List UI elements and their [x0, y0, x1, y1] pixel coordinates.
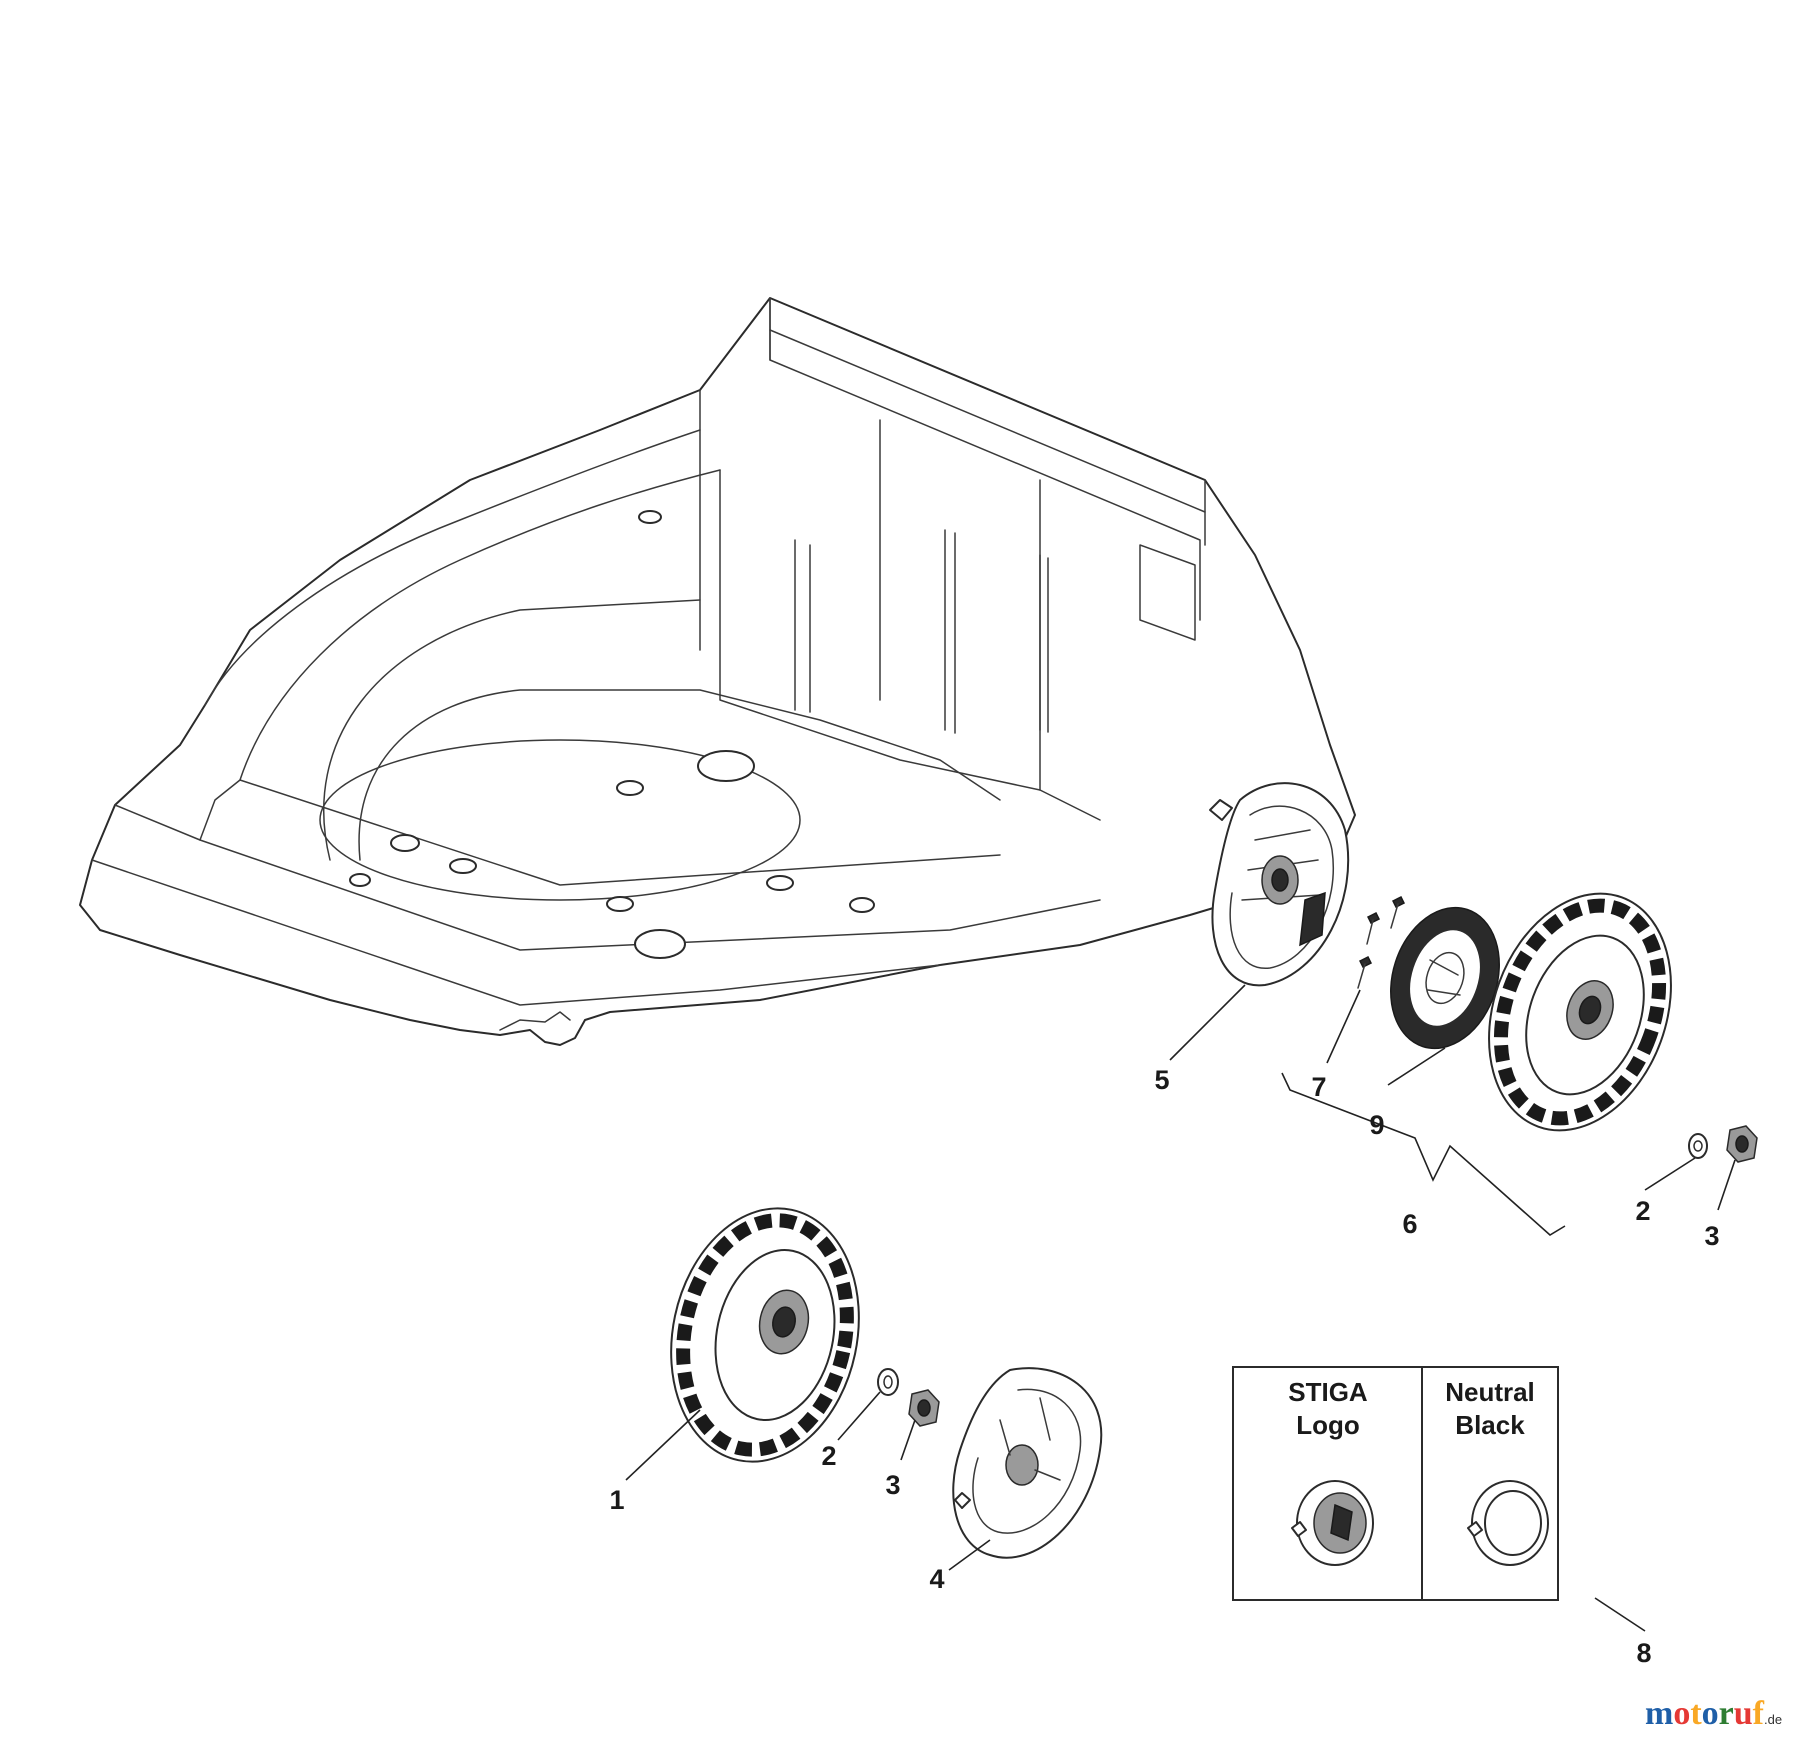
rear-washer [1688, 1133, 1708, 1159]
callout-9: 9 [1369, 1110, 1384, 1140]
watermark-logo: motoruf.de [1645, 1695, 1782, 1732]
front-washer [877, 1368, 899, 1396]
watermark-letter: r [1719, 1695, 1734, 1732]
rear-screws [1357, 895, 1406, 989]
callout-numbers: 1 2 3 4 5 6 7 8 9 2 3 [609, 1065, 1719, 1668]
variant-right-line2: Black [1455, 1410, 1525, 1440]
callout-4: 4 [929, 1564, 944, 1594]
leader-lines [625, 984, 1736, 1632]
watermark-letter: f [1753, 1695, 1765, 1732]
mower-deck [79, 297, 1356, 1046]
stiga-logo-hubcap [1291, 1480, 1374, 1566]
rear-nut [1726, 1125, 1758, 1163]
callout-5: 5 [1154, 1065, 1169, 1095]
variant-left-line1: STIGA [1288, 1377, 1368, 1407]
neutral-black-hubcap [1467, 1480, 1549, 1566]
callout-3-front: 3 [885, 1470, 900, 1500]
watermark-letter: o [1673, 1695, 1690, 1732]
callout-2-front: 2 [821, 1441, 836, 1471]
watermark-letter: o [1702, 1695, 1719, 1732]
front-hubcap [952, 1367, 1103, 1559]
watermark-letter: u [1734, 1695, 1753, 1732]
callout-6: 6 [1402, 1209, 1417, 1239]
watermark-letter: m [1645, 1695, 1673, 1732]
rear-wheel [1488, 892, 1672, 1132]
front-nut [908, 1389, 940, 1427]
callout-7: 7 [1311, 1072, 1326, 1102]
watermark-suffix: .de [1764, 1712, 1782, 1727]
kit-bracket [1281, 1072, 1566, 1236]
front-wheel [670, 1207, 860, 1463]
rear-wheel-cover [1209, 782, 1350, 987]
callout-8: 8 [1636, 1638, 1651, 1668]
hubcap-variant-box: STIGA Logo Neutral Black [1232, 1366, 1559, 1601]
rear-gear-ring [1390, 906, 1500, 1050]
callout-2-rear: 2 [1635, 1196, 1650, 1226]
callout-1: 1 [609, 1485, 624, 1515]
callout-3-rear: 3 [1704, 1221, 1719, 1251]
watermark-letter: t [1690, 1695, 1702, 1732]
variant-right-line1: Neutral [1445, 1377, 1535, 1407]
variant-left-line2: Logo [1296, 1410, 1360, 1440]
